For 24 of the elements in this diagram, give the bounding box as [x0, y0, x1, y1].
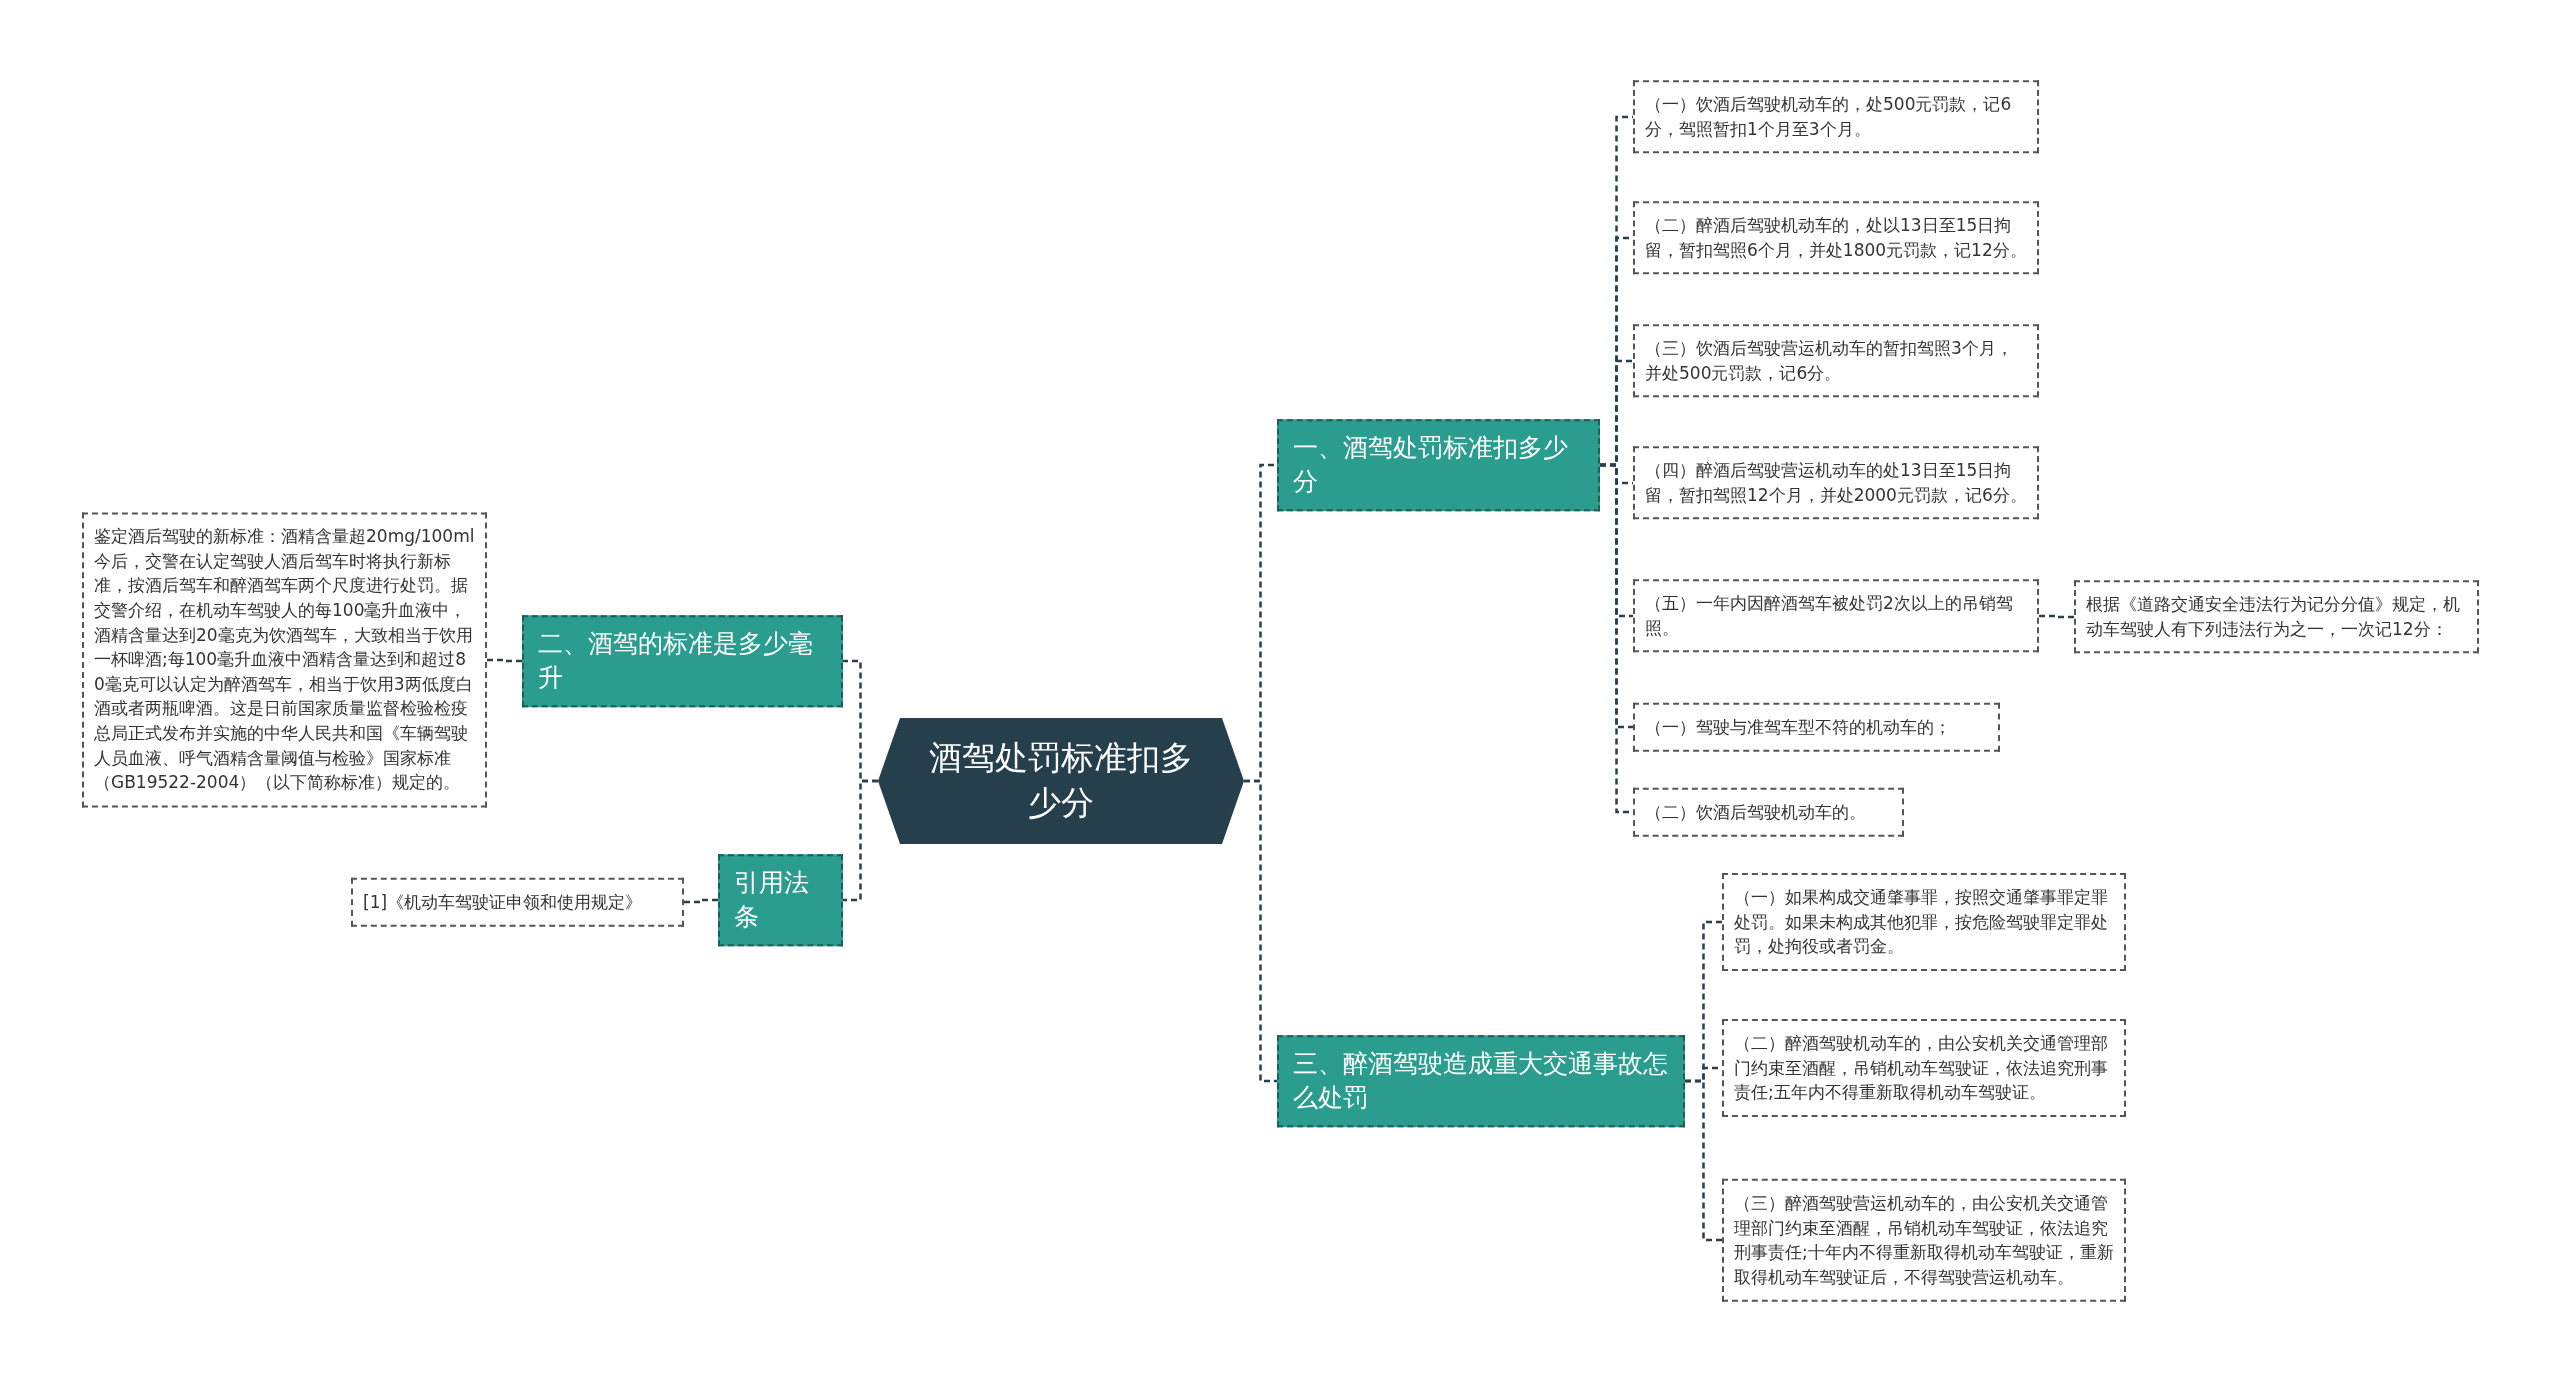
- connector: [2039, 614, 2074, 619]
- connector: [684, 898, 718, 904]
- note-box: （一）饮酒后驾驶机动车的，处500元罚款，记6分，驾照暂扣1个月至3个月。: [1633, 80, 2039, 154]
- note-box: （一）驾驶与准驾车型不符的机动车的；: [1633, 702, 2000, 752]
- topic-box: 一、酒驾处罚标准扣多少分: [1277, 419, 1600, 511]
- connector: [843, 779, 878, 902]
- central-topic: 酒驾处罚标准扣多少分: [878, 718, 1244, 844]
- note-box: 鉴定酒后驾驶的新标准：酒精含量超20mg/100ml今后，交警在认定驾驶人酒后驾车时将执行新标准，按酒后驾车和醉酒驾车两个尺度进行处罚。据交警介绍，在机动车驾驶人的每100毫升血液中，酒精含量达到20毫克为饮酒驾车，大致相当于饮用一杯啤酒;每100毫升血液中酒精含量达到和超过80毫克可以认定为醉酒驾车，相当于饮用3两低度白酒或者两瓶啤酒。这是日前国家质量监督检验检疫总局正式发布并实施的中华人民共和国《车辆驾驶人员血液、呼气酒精含量阈值与检验》国家标准（GB19522-2004）（以下简称标准）规定的。: [82, 512, 487, 808]
- connector: [1685, 1079, 1722, 1242]
- connector: [1244, 779, 1277, 1083]
- topic-box: 三、醉酒驾驶造成重大交通事故怎么处罚: [1277, 1035, 1685, 1127]
- topic-box: 二、酒驾的标准是多少毫升: [522, 615, 843, 707]
- connector: [487, 658, 522, 663]
- note-box: 根据《道路交通安全违法行为记分分值》规定，机动车驾驶人有下列违法行为之一，一次记12分：: [2074, 580, 2479, 654]
- note-box: （二）饮酒后驾驶机动车的。: [1633, 787, 1904, 837]
- note-box: （二）醉酒后驾驶机动车的，处以13日至15日拘留，暂扣驾照6个月，并处1800元罚款，记12分。: [1633, 201, 2039, 275]
- note-box: （四）醉酒后驾驶营运机动车的处13日至15日拘留，暂扣驾照12个月，并处2000元罚款，记6分。: [1633, 446, 2039, 520]
- note-box: （三）醉酒驾驶营运机动车的，由公安机关交通管理部门约束至酒醒，吊销机动车驾驶证，依法追究刑事责任;十年内不得重新取得机动车驾驶证，重新取得机动车驾驶证后，不得驾驶营运机动车。: [1722, 1178, 2126, 1302]
- topic-box: 引用法条: [718, 854, 843, 946]
- note-box: （三）饮酒后驾驶营运机动车的暂扣驾照3个月，并处500元罚款，记6分。: [1633, 324, 2039, 398]
- note-box: （二）醉酒驾驶机动车的，由公安机关交通管理部门约束至酒醒，吊销机动车驾驶证，依法追究刑事责任;五年内不得重新取得机动车驾驶证。: [1722, 1019, 2126, 1117]
- note-box: （一）如果构成交通肇事罪，按照交通肇事罪定罪处罚。如果未构成其他犯罪，按危险驾驶罪定罪处罚，处拘役或者罚金。: [1722, 873, 2126, 971]
- note-box: [1]《机动车驾驶证申领和使用规定》: [351, 877, 684, 927]
- note-box: （五）一年内因醉酒驾车被处罚2次以上的吊销驾照。: [1633, 579, 2039, 653]
